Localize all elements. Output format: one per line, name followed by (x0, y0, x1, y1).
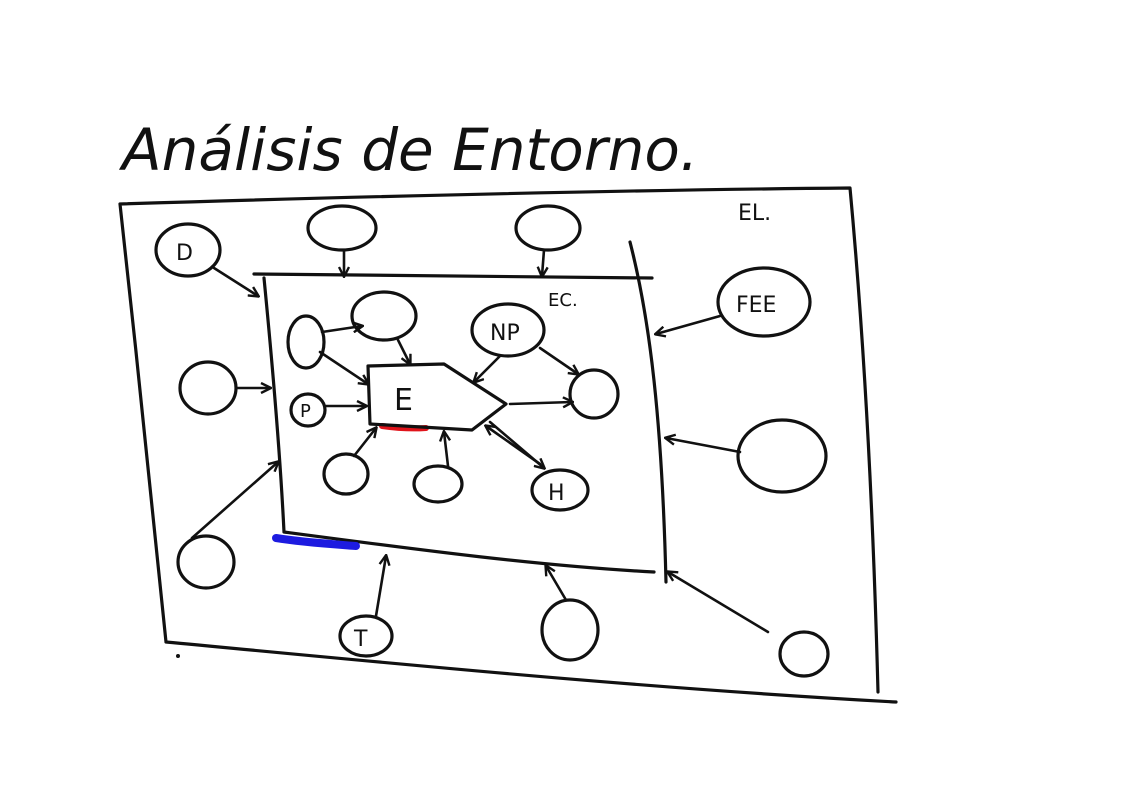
outer-environment-box (118, 186, 898, 704)
arrow-bottom-to-center (444, 432, 448, 468)
outer-node-bottom-left (176, 534, 236, 590)
blue-highlight-stroke (272, 534, 360, 550)
outer-node-t-label: T (353, 627, 368, 652)
inner-node-bottom (412, 464, 464, 504)
arrow-bottomleft-to-center (352, 428, 376, 458)
inner-node-np-label: NP (490, 321, 520, 346)
outer-node-left (178, 360, 238, 416)
inner-node-p (289, 392, 327, 428)
arrow-h-to-center (486, 426, 542, 466)
arrow-topleft-to-center (318, 350, 368, 384)
outer-node-t (338, 614, 394, 658)
outer-node-bottom (540, 598, 600, 662)
diagram-title: Análisis de Entorno. (118, 116, 698, 184)
arrow-topleft-to-top (320, 326, 362, 334)
inner-node-top (350, 290, 418, 342)
outer-node-d-label: D (176, 241, 193, 266)
outer-node-fee-label: FEE (736, 293, 776, 318)
outer-node-right (736, 418, 828, 494)
arrow-fee-to-inner (656, 314, 722, 334)
inner-node-p-label: P (300, 401, 311, 422)
arrow-top-to-center (396, 338, 410, 364)
arrow-d-to-inner (212, 266, 258, 296)
arrow-bottom-to-inner (546, 566, 568, 602)
arrow-right-to-inner (666, 438, 742, 454)
inner-node-top-left (286, 314, 326, 370)
inner-node-bottom-left (322, 452, 370, 496)
center-organization-shape (366, 362, 508, 432)
inner-node-np (470, 302, 546, 358)
arrow-top2-to-inner (542, 248, 544, 276)
inner-environment-box (252, 272, 656, 574)
inner-region-label: EC. (548, 290, 578, 311)
center-organization-label: E (394, 383, 413, 418)
outer-node-top-2 (514, 204, 582, 252)
inner-node-right (568, 368, 620, 420)
arrow-bottomleft-to-inner (190, 462, 278, 540)
arrow-np-to-center (474, 354, 502, 382)
outer-node-bottom-right (778, 630, 830, 678)
outer-node-fee (716, 266, 812, 338)
inner-box-right-edge (628, 240, 668, 584)
outer-node-d (154, 222, 222, 278)
outer-region-label: EL. (738, 201, 771, 226)
inner-node-h-label: H (548, 481, 565, 506)
arrow-center-to-right (508, 402, 572, 404)
stray-ink-dot (176, 654, 180, 658)
arrow-t-to-inner (374, 556, 386, 618)
arrow-bottomright-to-inner (668, 572, 770, 634)
inner-node-h (530, 468, 590, 512)
outer-node-top-1 (306, 204, 378, 252)
arrow-np-to-right (538, 346, 578, 374)
